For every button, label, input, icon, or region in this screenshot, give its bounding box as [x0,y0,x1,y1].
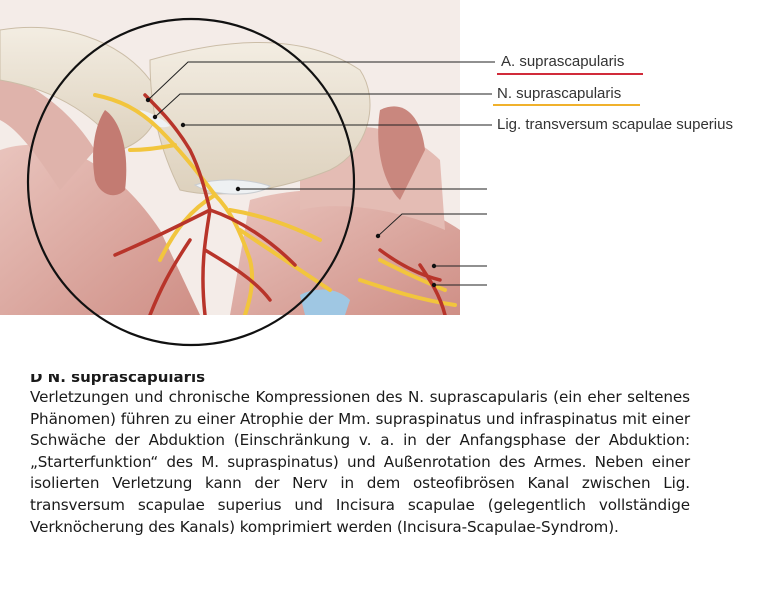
label-ligament: Lig. transversum scapulae superius [497,116,733,133]
leader-nerve [154,93,492,118]
caption-body: Verletzungen und chronische Kompressione… [30,388,690,536]
leader-dots [145,97,437,288]
caption-title: D N. suprascapularis [30,374,690,387]
illustration-background [0,0,460,315]
figure-caption: D N. suprascapularis Verletzungen und ch… [30,374,690,538]
artery-paths [113,93,447,315]
anatomy-illustration [0,0,495,347]
nerve-underline [493,104,640,106]
leader-lines [147,61,495,286]
muscle-upper-left [0,70,95,190]
label-nerve: N. suprascapularis [497,85,622,102]
leader-artery [147,61,495,101]
muscle-left [0,144,200,315]
label-artery: A. suprascapularis [501,53,625,70]
muscle-right [230,190,460,315]
muscle-fold-right [378,106,425,200]
artery-underline [497,73,643,75]
muscle-stub-left [93,110,127,196]
leader-unlabeled-2 [377,213,487,237]
caption-title-text: D N. suprascapularis [30,374,206,386]
zoom-circle [26,17,356,347]
vein-patch [300,289,350,315]
